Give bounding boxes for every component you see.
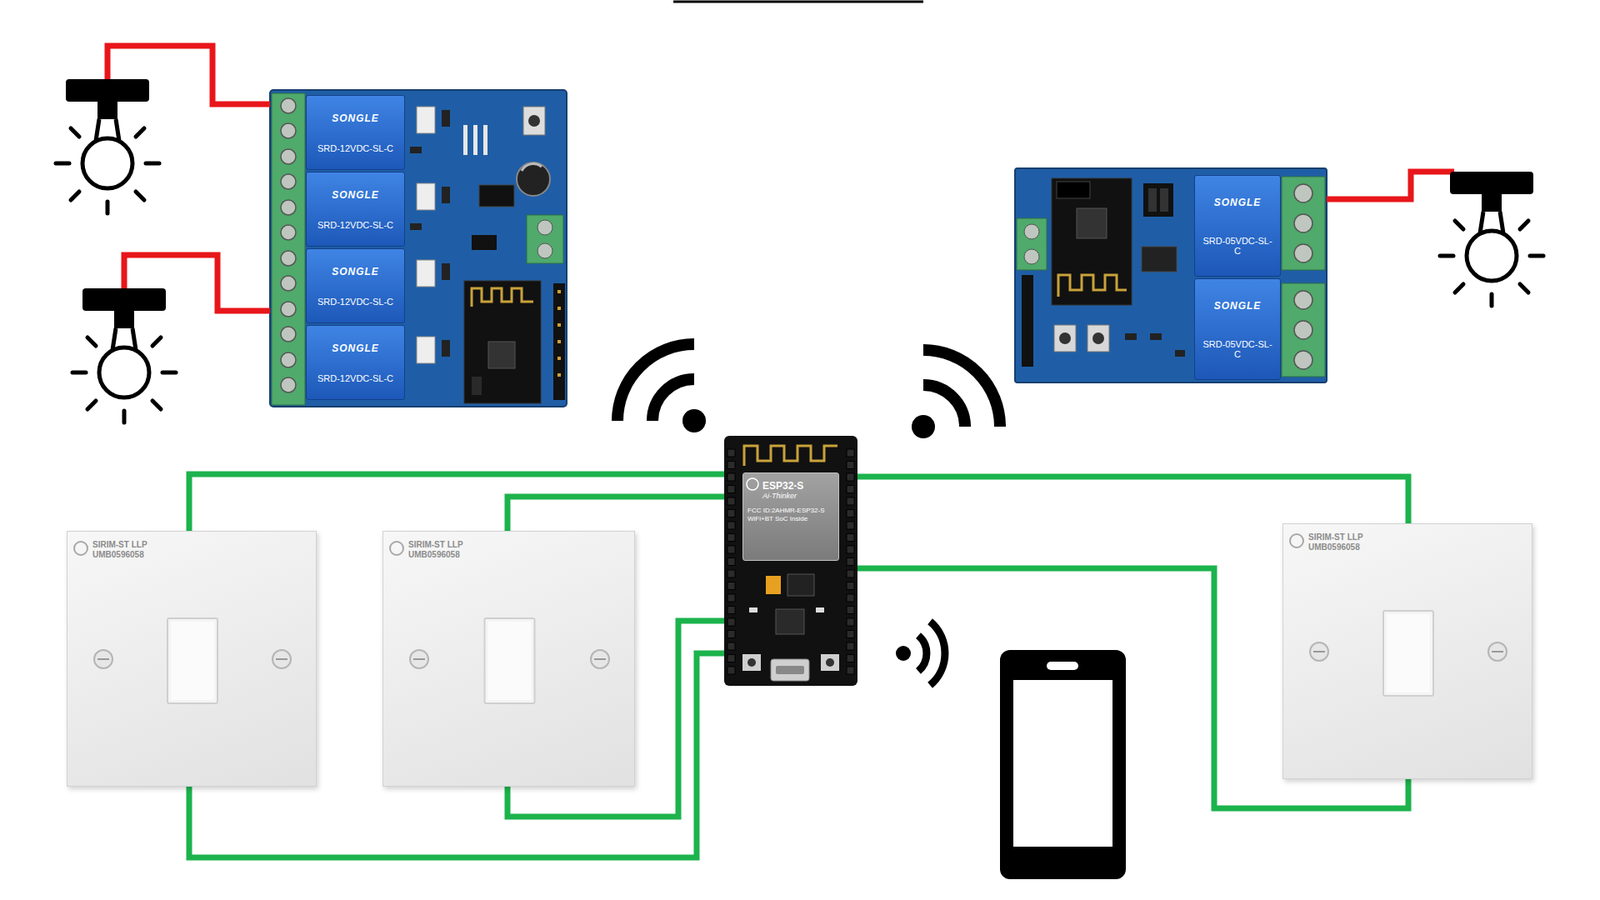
phone-icon — [1000, 650, 1126, 880]
node-text: SONGLE — [1214, 300, 1262, 312]
relay-box: SONGLE SRD-12VDC-SL-C — [305, 325, 405, 400]
node-text: SONGLE — [331, 265, 380, 278]
node-text: SIRIM-ST LLP UMB0596058 — [1308, 532, 1379, 552]
node-text: SIRIM-ST LLP UMB0596058 — [92, 540, 163, 560]
node-text: SRD-05VDC-SL-C — [1200, 235, 1275, 256]
switch-details — [1283, 524, 1534, 777]
wifi-symbol — [895, 621, 945, 686]
light-bulb — [55, 79, 160, 214]
relay-box: SONGLE SRD-12VDC-SL-C — [305, 171, 405, 247]
switch-wire — [189, 474, 725, 531]
node-text: SONGLE — [331, 342, 380, 355]
title-underline — [673, 0, 924, 4]
wifi-symbol — [911, 350, 1000, 439]
node-text: Ai-Thinker — [747, 491, 835, 500]
light-bulb — [1440, 171, 1544, 306]
node-text: SONGLE — [1214, 196, 1262, 209]
relay-box: SONGLE SRD-05VDC-SL-C — [1194, 175, 1281, 277]
switch-wire — [857, 476, 1409, 524]
wall-switch: SIRIM-ST LLP UMB0596058 — [66, 530, 317, 787]
switch-details — [67, 531, 318, 785]
node-text: SONGLE — [331, 112, 380, 125]
node-text: ESP32-S — [747, 480, 835, 492]
node-text: WiFi+BT SoC Inside — [747, 515, 835, 524]
logo-mark — [743, 473, 760, 494]
node-text: SRD-05VDC-SL-C — [1200, 339, 1275, 360]
node-text: FCC ID:2AHMR-ESP32-S — [747, 506, 835, 515]
switch-details — [383, 531, 636, 785]
node-text: SRD-12VDC-SL-C — [317, 143, 394, 154]
node-text: SRD-12VDC-SL-C — [317, 296, 394, 307]
switch-wire — [507, 496, 725, 531]
wall-switch: SIRIM-ST LLP UMB0596058 — [382, 530, 635, 787]
node-text: SRD-12VDC-SL-C — [317, 220, 394, 230]
node-text: SRD-12VDC-SL-C — [317, 373, 394, 384]
relay-box: SONGLE SRD-12VDC-SL-C — [305, 248, 405, 324]
relay-box: SONGLE SRD-12VDC-SL-C — [305, 95, 405, 170]
relay-board-4ch — [270, 90, 567, 407]
relay-box: SONGLE SRD-05VDC-SL-C — [1194, 278, 1281, 380]
wall-switch: SIRIM-ST LLP UMB0596058 — [1282, 523, 1533, 780]
wifi-symbol — [617, 344, 706, 433]
esp32-board: ESP32-SAi-ThinkerFCC ID:2AHMR-ESP32-SWiF… — [724, 435, 858, 686]
module-shield: ESP32-SAi-ThinkerFCC ID:2AHMR-ESP32-SWiF… — [742, 472, 840, 561]
light-bulb — [72, 288, 176, 423]
node-text: SIRIM-ST LLP UMB0596058 — [408, 540, 479, 560]
relay-board-2ch — [1015, 168, 1327, 383]
node-text: SONGLE — [331, 189, 380, 201]
